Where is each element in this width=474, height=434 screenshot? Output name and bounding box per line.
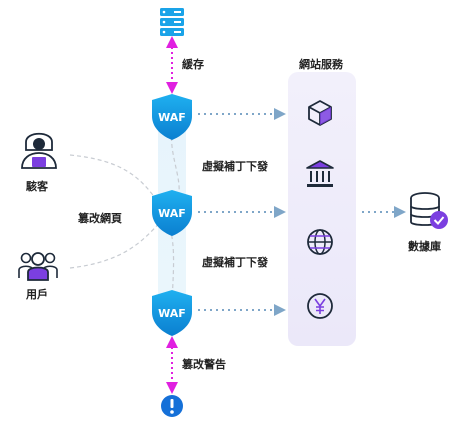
server-icon: [160, 8, 184, 36]
waf-2-label: WAF: [158, 207, 186, 220]
tamper-page-label: 篡改網頁: [78, 212, 122, 225]
cube-icon: [308, 100, 332, 126]
database-icon: [410, 192, 448, 229]
yen-coin-icon: [307, 293, 333, 319]
waf-shield-2: WAF: [152, 190, 192, 236]
bank-icon: [306, 160, 334, 187]
hacker-label: 駭客: [26, 180, 48, 193]
globe-icon: [307, 229, 333, 255]
waf-1-label: WAF: [158, 111, 186, 124]
tamper-alert-label: 篡改警告: [182, 358, 226, 371]
users-icon: [18, 252, 58, 281]
hacker-icon: [21, 132, 57, 169]
alert-icon: [161, 395, 183, 417]
web-services-panel: [288, 72, 356, 346]
virtual-patch-label-1: 虛擬補丁下發: [202, 160, 268, 173]
database-label: 數據庫: [408, 240, 441, 253]
cache-label: 緩存: [182, 58, 204, 71]
waf-3-label: WAF: [158, 307, 186, 320]
waf-shield-1: WAF: [152, 94, 192, 140]
user-label: 用戶: [26, 288, 48, 301]
user-flow-line: [69, 219, 163, 269]
virtual-patch-label-2: 虛擬補丁下發: [202, 256, 268, 269]
waf-shield-3: WAF: [152, 290, 192, 336]
web-services-label: 網站服務: [299, 58, 343, 71]
